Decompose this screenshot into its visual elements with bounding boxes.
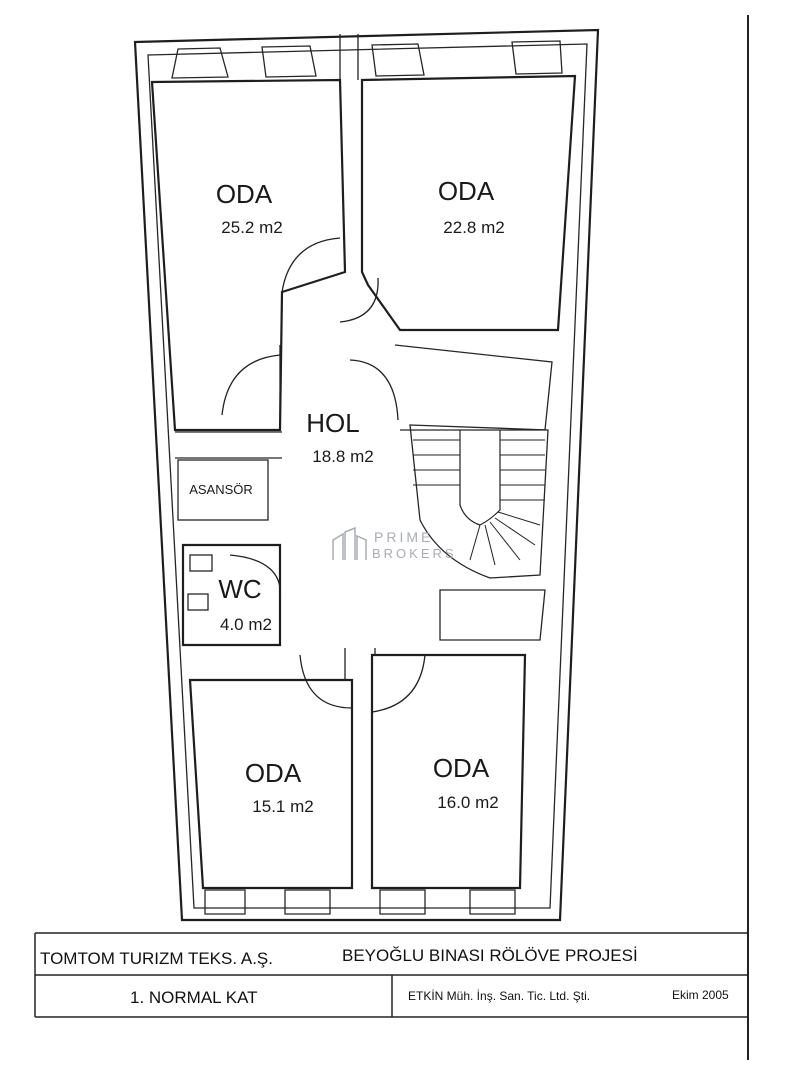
room-outline-wc xyxy=(181,543,282,647)
room-label-oda-bottom-left: ODA xyxy=(245,758,302,788)
door-arc xyxy=(299,654,353,709)
door-arc xyxy=(371,654,426,713)
toilet-fixture xyxy=(189,554,213,572)
room-area-oda-top-right: 22.8 m2 xyxy=(443,218,504,237)
title-block: TOMTOM TURIZM TEKS. A.Ş. BEYOĞLU BINASI … xyxy=(34,932,748,1018)
watermark-line2: BROKERS xyxy=(372,546,457,561)
elevator-shaft xyxy=(177,459,269,521)
room-outline-oda-bottom-right xyxy=(370,653,527,890)
door-arc xyxy=(221,345,281,416)
bottom-windows xyxy=(204,889,516,915)
room-area-hol: 18.8 m2 xyxy=(312,447,373,466)
building-outline xyxy=(133,28,600,922)
room-label-oda-top-left: ODA xyxy=(216,179,273,209)
watermark-logo-icon xyxy=(332,526,367,560)
door-arc xyxy=(229,554,282,601)
room-label-wc: WC xyxy=(218,574,261,604)
service-room xyxy=(439,589,546,641)
room-label-asansor: ASANSÖR xyxy=(189,482,253,497)
building-inner-outline xyxy=(147,43,588,909)
top-windows xyxy=(171,34,563,80)
room-outline-oda-top-right xyxy=(360,74,577,332)
room-label-oda-top-right: ODA xyxy=(438,176,495,206)
room-area-oda-bottom-left: 15.1 m2 xyxy=(252,797,313,816)
door-arc xyxy=(339,277,379,323)
title-block-floor: 1. NORMAL KAT xyxy=(130,988,258,1007)
sink-fixture xyxy=(187,593,209,611)
room-label-oda-bottom-right: ODA xyxy=(433,753,490,783)
title-block-date: Ekim 2005 xyxy=(672,988,729,1002)
hall-wall xyxy=(175,431,282,459)
room-label-hol: HOL xyxy=(306,408,359,438)
staircase xyxy=(409,424,549,579)
room-area-oda-top-left: 25.2 m2 xyxy=(221,218,282,237)
title-block-client: TOMTOM TURIZM TEKS. A.Ş. xyxy=(40,949,273,968)
watermark-line1: PRIME xyxy=(374,529,433,545)
room-area-oda-bottom-right: 16.0 m2 xyxy=(437,793,498,812)
room-outline-oda-top-left xyxy=(150,78,347,432)
door-arc xyxy=(349,359,399,421)
door-arc xyxy=(281,237,341,293)
title-block-company: ETKİN Müh. İnş. San. Tic. Ltd. Şti. xyxy=(408,989,590,1003)
room-area-wc: 4.0 m2 xyxy=(220,615,272,634)
room-outline-oda-bottom-left xyxy=(188,678,354,890)
hall-wall xyxy=(394,344,553,431)
watermark: PRIME BROKERS xyxy=(332,526,457,561)
title-block-project: BEYOĞLU BINASI RÖLÖVE PROJESİ xyxy=(342,946,638,965)
